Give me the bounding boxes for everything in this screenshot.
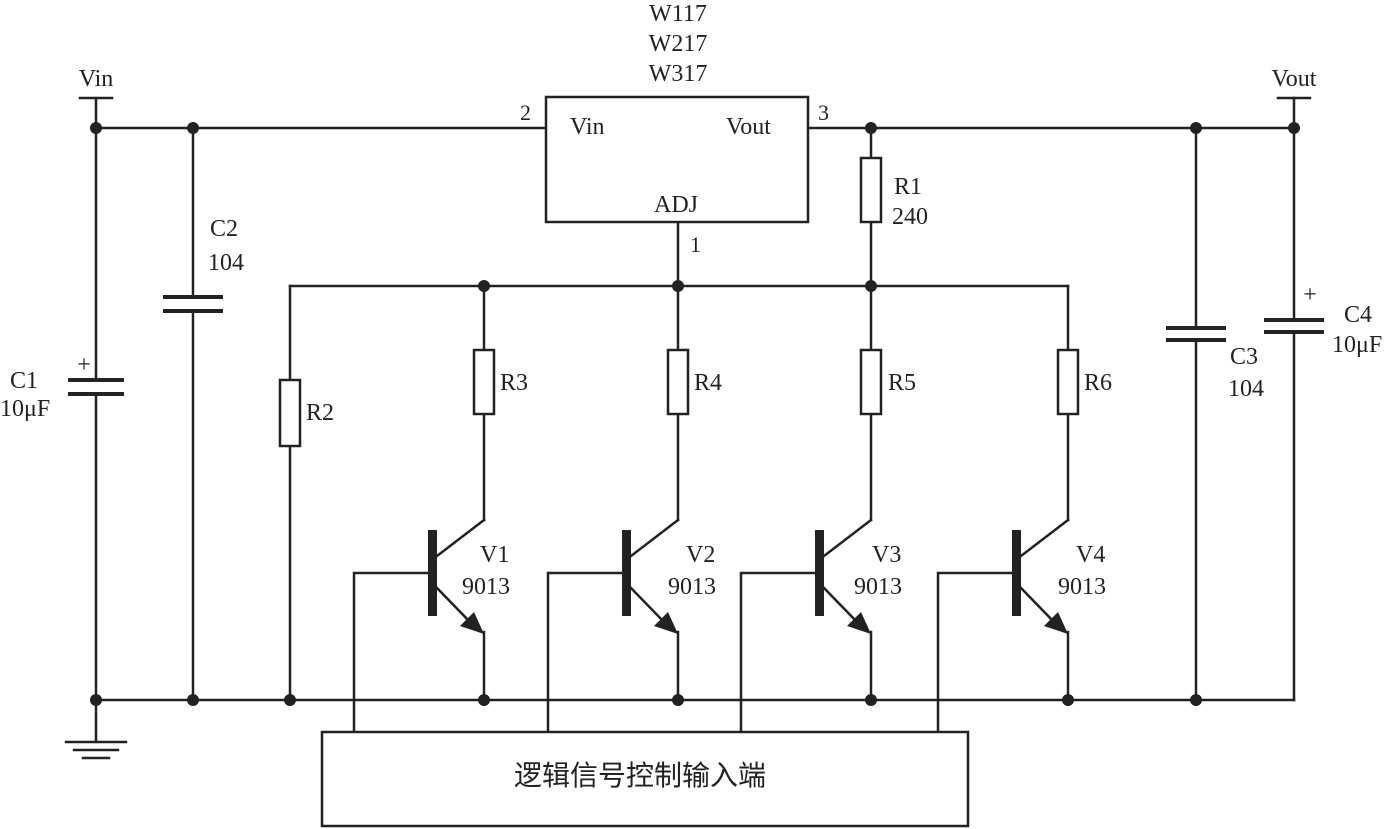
resistor-r4: R4: [666, 348, 722, 416]
resistor-r5: R5: [859, 348, 916, 416]
vout-terminal-label: Vout: [1272, 66, 1317, 92]
r3-ref-label: R3: [500, 370, 528, 396]
c2-value-label: 104: [208, 250, 244, 276]
v4-value-label: 9013: [1058, 574, 1106, 600]
vin-terminal-label: Vin: [79, 66, 114, 92]
c4-polarity-mark: +: [1303, 282, 1317, 308]
c1-value-label: 10μF: [0, 396, 50, 422]
v3-value-label: 9013: [854, 574, 902, 600]
resistor-r6: R6: [1056, 348, 1112, 416]
c2-ref-label: C2: [210, 216, 238, 242]
v1-value-label: 9013: [462, 574, 510, 600]
resistor-r1: R1 240: [859, 156, 928, 230]
regulator-pin2-number: 2: [520, 100, 531, 125]
regulator-name-1: W117: [649, 1, 707, 27]
r1-value-label: 240: [892, 204, 928, 230]
logic-control-input-label: 逻辑信号控制输入端: [514, 759, 766, 792]
c3-value-label: 104: [1228, 376, 1264, 402]
capacitor-c3: C3 104: [1166, 326, 1264, 402]
r6-ref-label: R6: [1084, 370, 1112, 396]
regulator-pin-vout-label: Vout: [726, 114, 771, 140]
regulator-pin3-number: 3: [818, 100, 829, 125]
regulator-name-3: W317: [649, 61, 708, 87]
r5-ref-label: R5: [888, 370, 916, 396]
regulator-name-2: W217: [649, 31, 708, 57]
c4-ref-label: C4: [1344, 302, 1372, 328]
v2-ref-label: V2: [686, 542, 715, 568]
regulator-pin-adj-label: ADJ: [654, 192, 698, 218]
ground-icon: [64, 740, 128, 760]
capacitor-c4: + C4 10μF: [1264, 282, 1382, 358]
v2-value-label: 9013: [668, 574, 716, 600]
r4-ref-label: R4: [694, 370, 722, 396]
r2-ref-label: R2: [306, 400, 334, 426]
regulator-ic: W117 W217 W317 Vin Vout ADJ 2 3 1: [520, 1, 829, 257]
regulator-pin1-number: 1: [690, 232, 701, 257]
transistor-v2: V2 9013: [622, 518, 716, 634]
c1-ref-label: C1: [10, 368, 38, 394]
capacitor-c1: + C1 10μF: [0, 352, 124, 422]
c1-polarity-mark: +: [77, 352, 91, 378]
resistor-r3: R3: [472, 348, 528, 416]
resistor-r2: R2: [278, 378, 334, 448]
v3-ref-label: V3: [872, 542, 901, 568]
capacitor-c2: C2 104: [163, 216, 244, 313]
transistor-v1: V1 9013: [428, 518, 510, 634]
regulator-pin-vin-label: Vin: [570, 114, 605, 140]
logic-control-input-box: 逻辑信号控制输入端: [320, 730, 970, 828]
r1-ref-label: R1: [894, 174, 922, 200]
junctions: [90, 122, 1300, 706]
v4-ref-label: V4: [1076, 542, 1105, 568]
transistor-v3: V3 9013: [815, 518, 902, 634]
c4-value-label: 10μF: [1332, 332, 1382, 358]
c3-ref-label: C3: [1230, 344, 1258, 370]
transistor-v4: V4 9013: [1012, 518, 1106, 634]
v1-ref-label: V1: [480, 542, 509, 568]
